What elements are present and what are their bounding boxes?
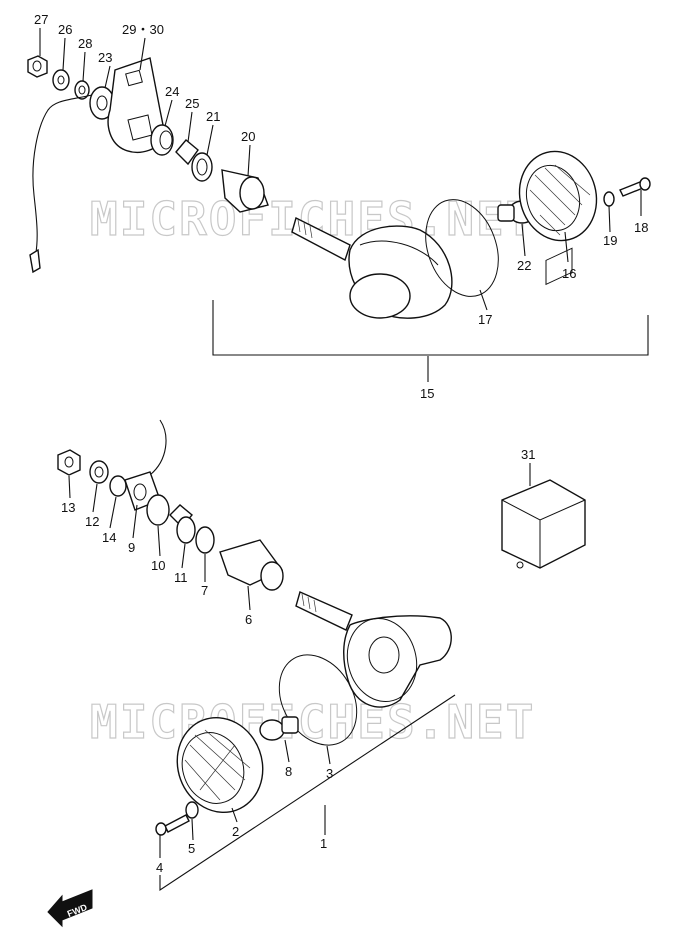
part-housing-upper[interactable]	[291, 216, 453, 319]
part-27-nut[interactable]	[27, 55, 48, 78]
callout-20: 20	[241, 129, 255, 144]
part-11-washer[interactable]	[176, 516, 196, 544]
part-2-lens[interactable]	[164, 706, 276, 825]
part-24-rubber[interactable]	[150, 124, 174, 156]
callout-14: 14	[102, 530, 116, 545]
part-6-sleeve[interactable]	[219, 539, 284, 591]
part-14-washer[interactable]	[109, 475, 127, 497]
part-5-washer[interactable]	[185, 801, 199, 819]
callout-7: 7	[201, 583, 208, 598]
callout-6: 6	[245, 612, 252, 627]
part-25-spacer[interactable]	[175, 139, 199, 166]
part-31-relay[interactable]	[501, 247, 586, 569]
upper-wire-connector	[29, 248, 41, 274]
callout-24: 24	[165, 84, 179, 99]
part-4-screw[interactable]	[155, 814, 190, 836]
part-19-washer[interactable]	[603, 191, 615, 207]
callout-9: 9	[128, 540, 135, 555]
callout-29-30: 29・30	[122, 22, 164, 37]
fwd-arrow-icon: FWD	[47, 889, 93, 928]
part-7-lock-washer[interactable]	[195, 526, 215, 554]
callout-25: 25	[185, 96, 199, 111]
callout-5: 5	[188, 841, 195, 856]
callout-15: 15	[420, 386, 434, 401]
upper-wire	[32, 94, 93, 263]
callout-26: 26	[58, 22, 72, 37]
callout-17: 17	[478, 312, 492, 327]
callout-11: 11	[174, 570, 188, 585]
part-16-lens[interactable]	[510, 143, 607, 250]
part-12-washer[interactable]	[89, 460, 109, 484]
callout-23: 23	[98, 50, 112, 65]
part-18-screw[interactable]	[619, 177, 651, 197]
part-8-bulb[interactable]	[259, 716, 299, 741]
callout-1: 1	[320, 836, 327, 851]
part-17-gasket[interactable]	[413, 189, 511, 306]
callout-12: 12	[85, 514, 99, 529]
callout-2: 2	[232, 824, 239, 839]
callout-4: 4	[156, 860, 163, 875]
upper-turn-signal-assembly	[27, 55, 651, 356]
callout-3: 3	[326, 766, 333, 781]
callout-13: 13	[61, 500, 75, 515]
callout-31: 31	[521, 447, 535, 462]
bracket-15	[212, 300, 649, 356]
callout-18: 18	[634, 220, 648, 235]
callout-16: 16	[562, 266, 576, 281]
callout-10: 10	[151, 558, 165, 573]
bracket-1	[159, 694, 456, 892]
leader-lines	[39, 28, 642, 858]
callout-28: 28	[78, 36, 92, 51]
part-13-nut[interactable]	[57, 449, 81, 476]
callout-19: 19	[603, 233, 617, 248]
part-26-washer[interactable]	[52, 69, 70, 91]
part-21-lock-washer[interactable]	[191, 152, 213, 182]
part-housing-lower[interactable]	[295, 591, 452, 709]
part-28-washer[interactable]	[74, 80, 90, 100]
callout-21: 21	[206, 109, 220, 124]
callout-8: 8	[285, 764, 292, 779]
lower-turn-signal-assembly	[57, 419, 456, 892]
callout-27: 27	[34, 12, 48, 27]
callout-22: 22	[517, 258, 531, 273]
part-20-sleeve[interactable]	[221, 169, 269, 213]
callout-labels: 27 26 28 23 29・30 24 25 21 20 18 19 22 1…	[34, 12, 648, 875]
